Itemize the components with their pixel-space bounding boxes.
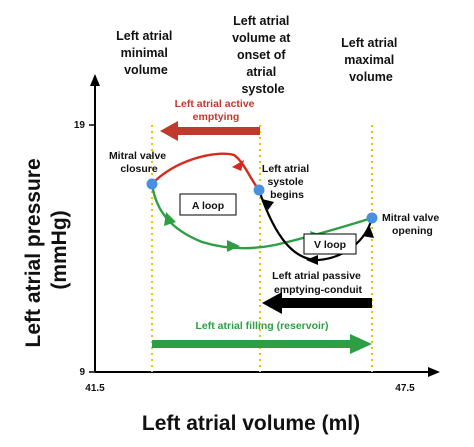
- v-loop-arrow-left: [262, 199, 274, 210]
- label-systole-begins: Left atrial systole begins: [262, 163, 312, 201]
- a-loop-red-curve: [151, 152, 260, 191]
- label-active-emptying: Left atrial active emptying: [175, 98, 258, 123]
- v-loop-arrow-right: [362, 227, 374, 238]
- header-max-volume: Left atrial maximal volume: [341, 36, 401, 84]
- x-axis-title: Left atrial volume (ml): [142, 412, 360, 435]
- header-min-volume: Left atrial minimal volume: [116, 29, 176, 77]
- v-loop-label: V loop: [314, 239, 346, 251]
- systole-begins-dot: [253, 184, 265, 196]
- mitral-closure-dot: [146, 178, 158, 190]
- a-loop-green-lower: [150, 183, 276, 250]
- a-loop-label: A loop: [192, 200, 224, 212]
- a-loop-red-arrow: [231, 160, 245, 171]
- x-axis-arrowhead: [428, 367, 440, 377]
- v-loop-box: [303, 233, 357, 255]
- x-tick-41-5: 41.5: [85, 383, 105, 394]
- mitral-opening-dot: [366, 212, 378, 224]
- a-loop-box: [179, 193, 237, 216]
- y-tick-9: 9: [79, 367, 85, 378]
- y-axis-title: Left atrial pressure (mmHg): [22, 153, 71, 348]
- label-mitral-opening: Mitral valve opening: [382, 212, 442, 237]
- label-mitral-closure: Mitral valve closure: [109, 150, 169, 175]
- header-onset-systole: Left atrial volume at onset of atrial sy…: [232, 14, 294, 96]
- a-loop-green-arrow-2: [227, 240, 240, 252]
- a-loop-green-arrow-1: [164, 212, 176, 226]
- passive-emptying-arrow: [262, 292, 372, 314]
- v-loop-arrow-bottom: [306, 255, 318, 265]
- x-tick-47-5: 47.5: [395, 383, 415, 394]
- active-emptying-arrow: [160, 121, 260, 141]
- y-tick-19: 19: [74, 120, 86, 131]
- y-axis-arrowhead: [90, 74, 100, 86]
- filling-arrow: [152, 334, 372, 354]
- label-passive-emptying: Left atrial passive emptying-conduit: [272, 270, 364, 296]
- label-filling: Left atrial filling (reservoir): [195, 320, 328, 332]
